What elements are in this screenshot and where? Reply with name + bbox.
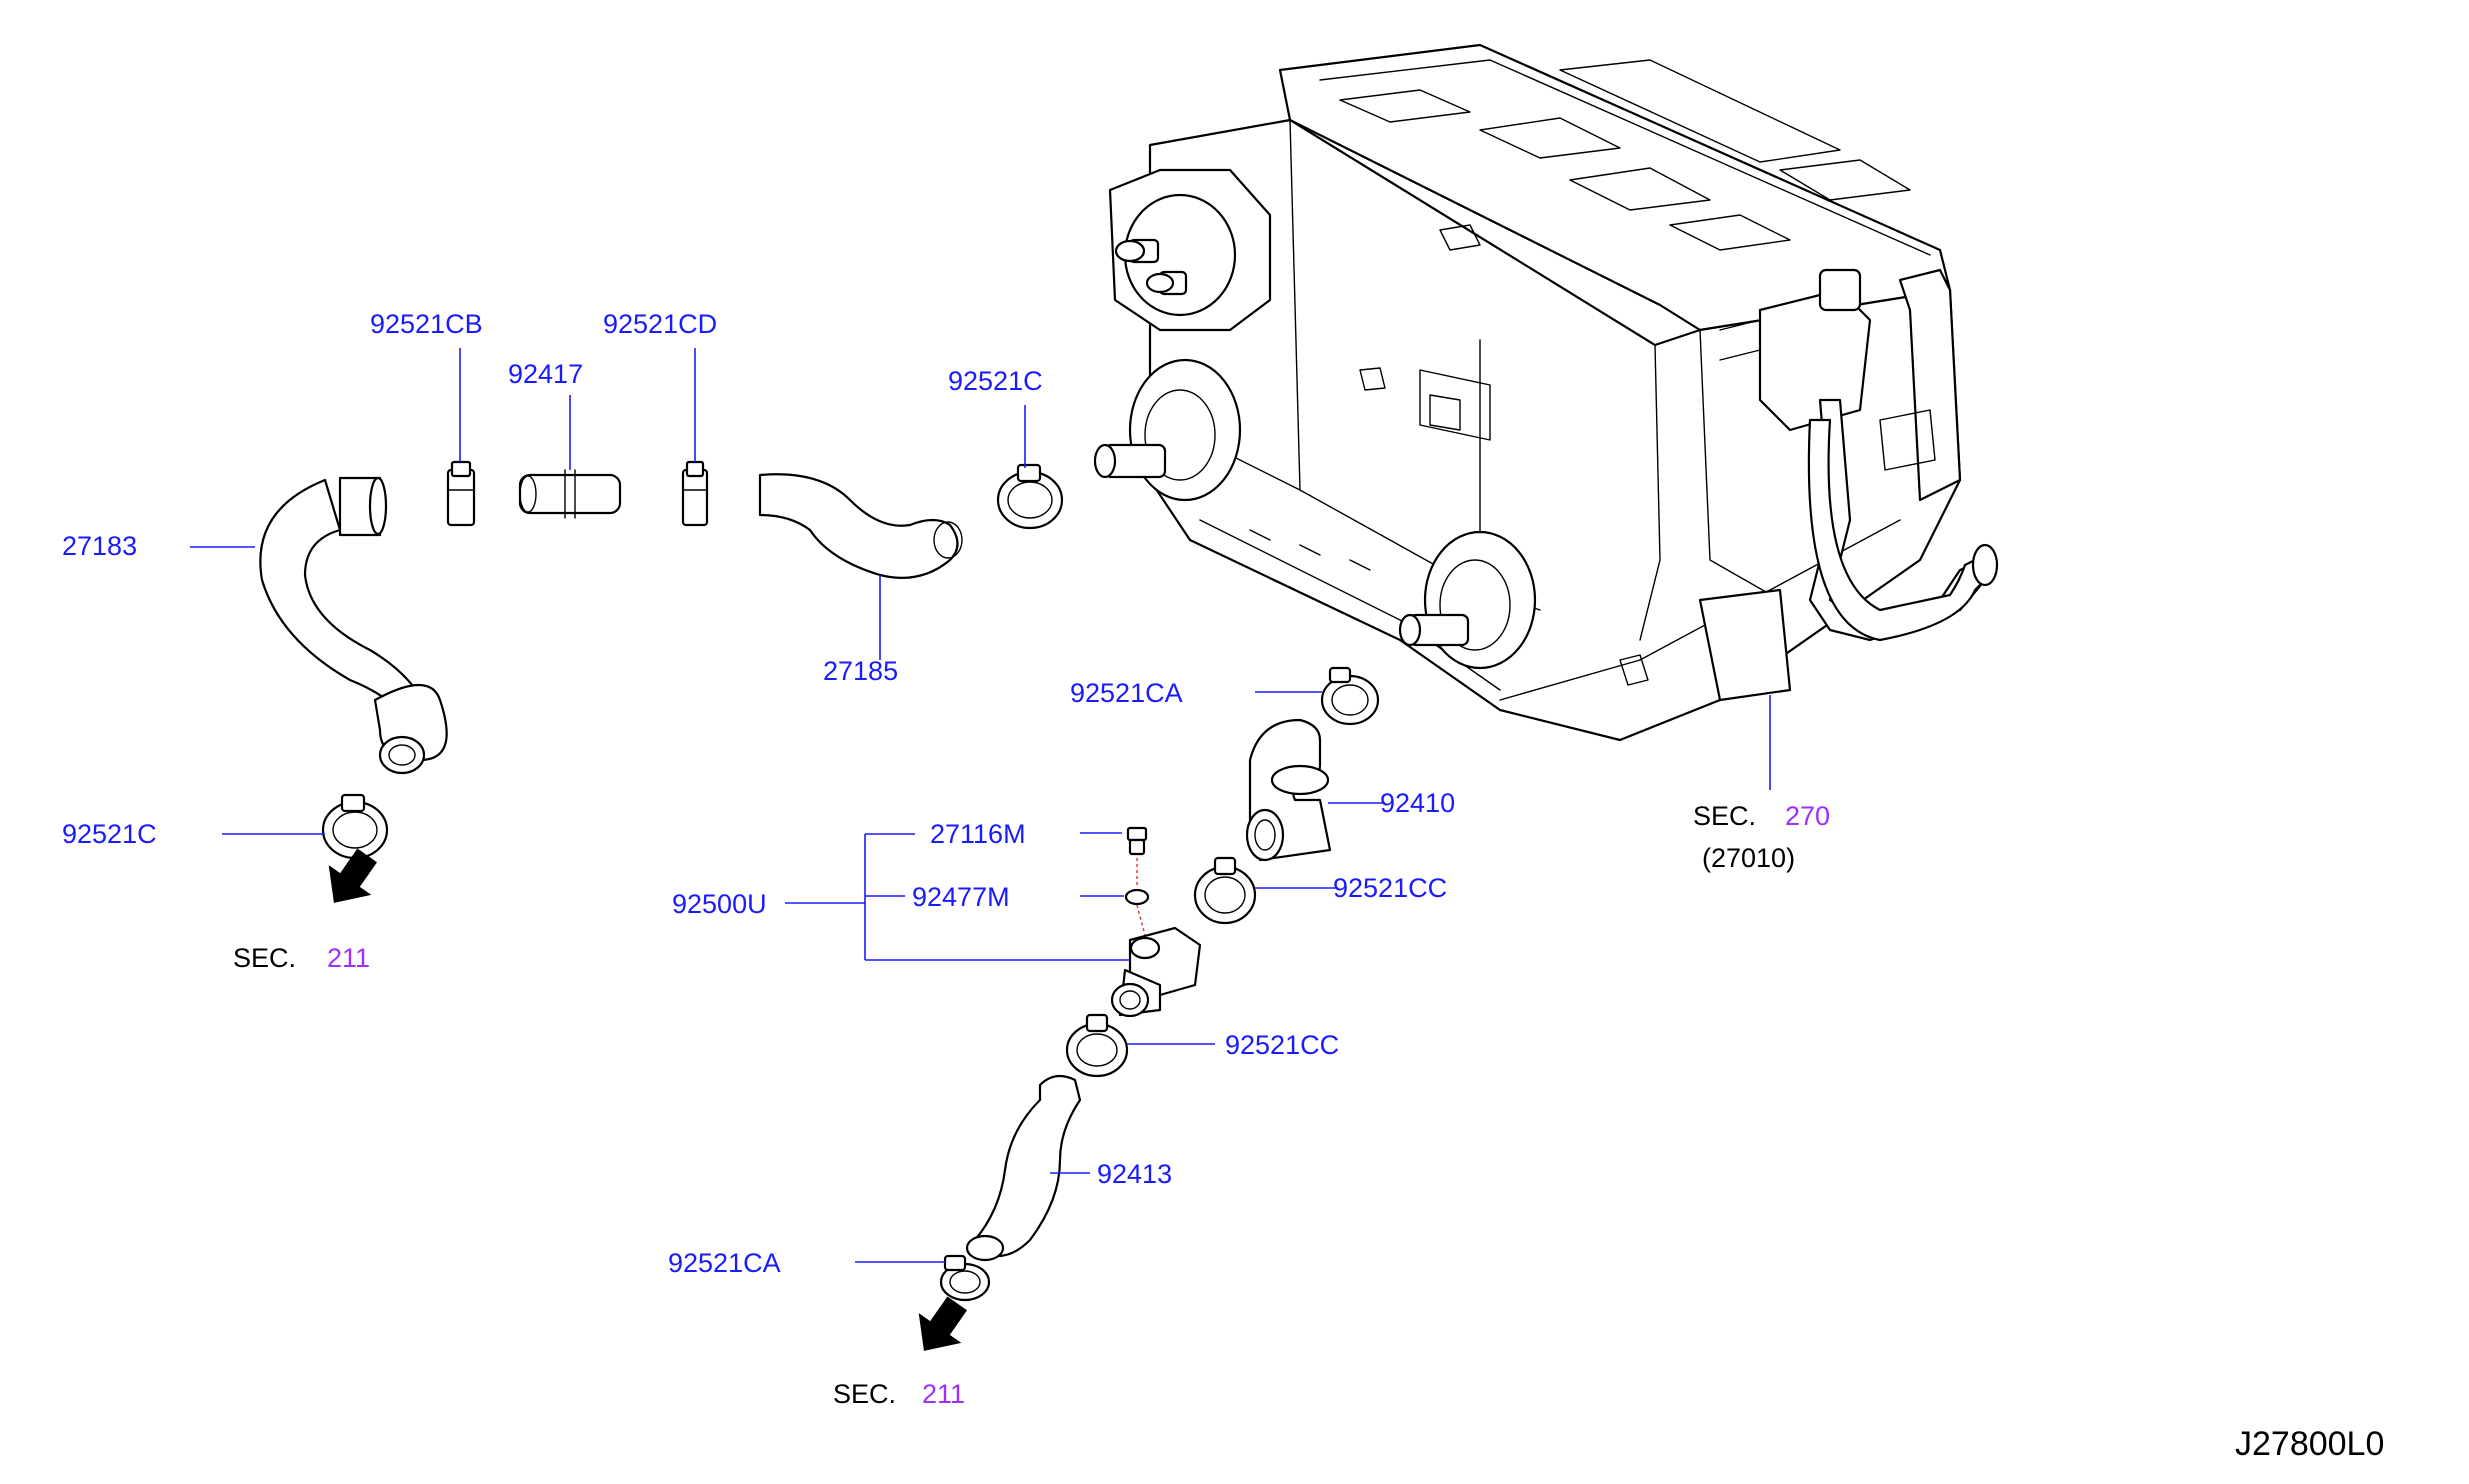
drawing-code: J27800L0 — [2235, 1425, 2384, 1463]
pipe-92417-drawing — [518, 469, 622, 519]
clip-92521CD-drawing — [681, 460, 709, 527]
label-27185: 27185 — [823, 656, 898, 686]
hose-92413-drawing — [965, 1074, 1082, 1262]
label-27183: 27183 — [62, 531, 137, 561]
label-92500U: 92500U — [672, 889, 767, 919]
heater-unit-drawing — [1093, 43, 1999, 742]
thermostat-housing-drawing — [1110, 826, 1202, 1018]
clip-92521C-left-drawing — [321, 793, 389, 860]
sec-prefix-270: SEC. — [1693, 801, 1756, 831]
clip-92521CC-top-drawing — [1193, 856, 1257, 925]
elbow-92410-drawing — [1245, 718, 1332, 862]
sec-prefix-bottom: SEC. — [833, 1379, 896, 1409]
hose-27183-drawing — [259, 476, 448, 775]
sec-number-270[interactable]: 270 — [1785, 801, 1830, 831]
label-92410: 92410 — [1380, 788, 1455, 818]
label-92521CB: 92521CB — [370, 309, 483, 339]
clip-92521CB-drawing — [446, 460, 476, 527]
hose-27185-drawing — [758, 473, 963, 579]
sec-number-left[interactable]: 211 — [327, 943, 370, 973]
label-92521CC-bottom: 92521CC — [1225, 1030, 1339, 1060]
sec-prefix-left: SEC. — [233, 943, 296, 973]
direction-arrow-icon — [328, 848, 378, 903]
label-92521CC-top: 92521CC — [1333, 873, 1447, 903]
label-92521C-left: 92521C — [62, 819, 157, 849]
label-92417: 92417 — [508, 359, 583, 389]
clip-92521CA-top-drawing — [1320, 666, 1380, 726]
clip-92521CA-bottom-drawing — [939, 1254, 991, 1302]
label-92521CD: 92521CD — [603, 309, 717, 339]
label-92521CA-top: 92521CA — [1070, 678, 1183, 708]
direction-arrow-icon — [918, 1296, 968, 1351]
label-92413: 92413 — [1097, 1159, 1172, 1189]
clip-92521CC-bottom-drawing — [1065, 1013, 1129, 1078]
label-92521C-top: 92521C — [948, 366, 1043, 396]
sec-sub-270: (27010) — [1702, 843, 1795, 873]
label-92477M: 92477M — [912, 882, 1010, 912]
label-27116M: 27116M — [930, 819, 1026, 849]
leader-lines — [190, 348, 1771, 1263]
clip-92521C-top-drawing — [996, 463, 1064, 530]
sec-number-bottom[interactable]: 211 — [922, 1379, 965, 1409]
label-92521CA-bottom: 92521CA — [668, 1248, 781, 1278]
